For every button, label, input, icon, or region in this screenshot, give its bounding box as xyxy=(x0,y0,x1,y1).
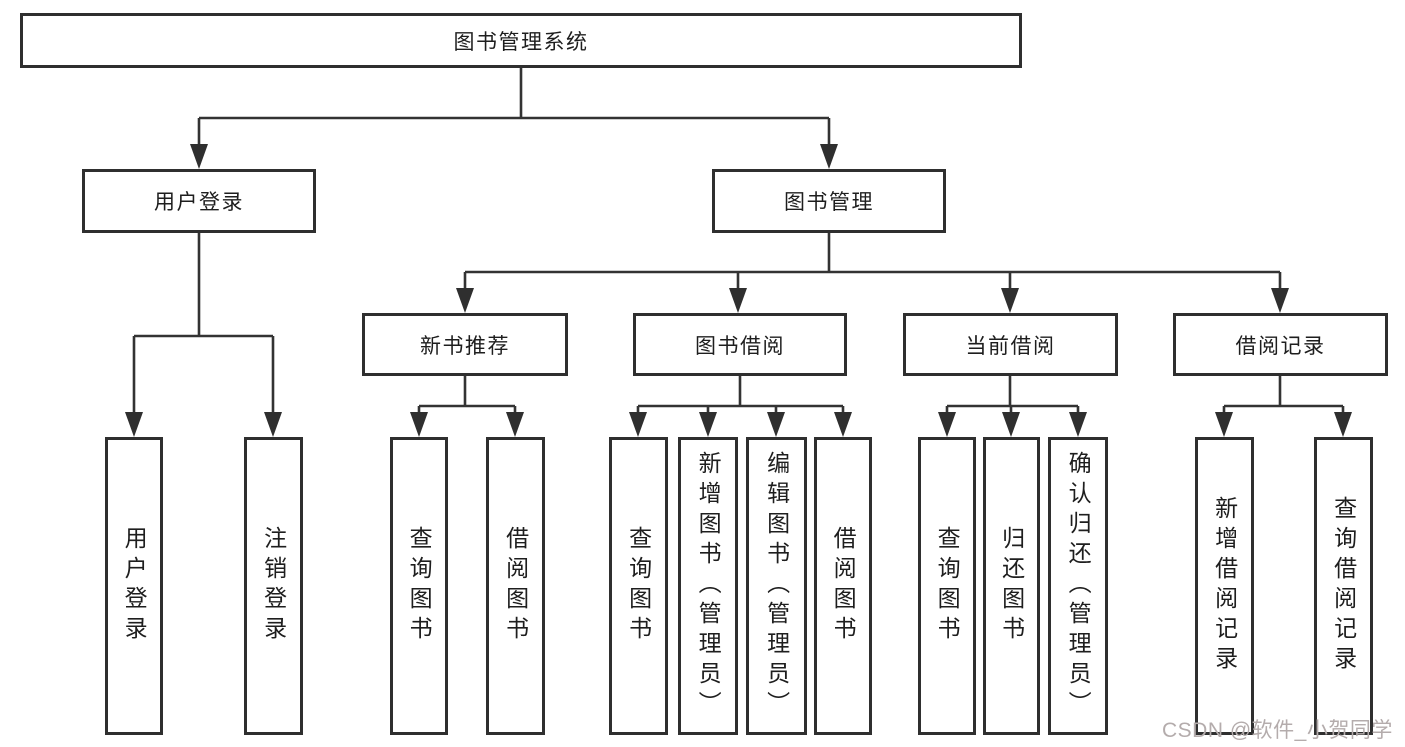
arrow-down-icon xyxy=(506,412,524,437)
node-root-label: 图书管理系统 xyxy=(453,30,589,54)
node-borrowing-records: 借阅记录 xyxy=(1173,313,1388,376)
leaf-query-borrow-record: 查询借阅记录 xyxy=(1314,437,1373,735)
arrow-down-icon xyxy=(264,412,282,437)
node-book-borrowing: 图书借阅 xyxy=(633,313,847,376)
leaf-query-books-2-label: 查询图书 xyxy=(625,526,652,646)
node-new-book-recommend: 新书推荐 xyxy=(362,313,568,376)
arrow-down-icon xyxy=(1001,288,1019,313)
leaf-query-books-3: 查询图书 xyxy=(918,437,976,735)
leaf-query-borrow-record-label: 查询借阅记录 xyxy=(1330,496,1357,676)
leaf-add-books-admin-label: 新增图书（管理员） xyxy=(695,451,722,721)
leaf-query-books-3-label: 查询图书 xyxy=(934,526,961,646)
arrow-down-icon xyxy=(834,412,852,437)
leaf-query-books-2: 查询图书 xyxy=(609,437,668,735)
leaf-borrow-books-1-label: 借阅图书 xyxy=(502,526,529,646)
arrow-down-icon xyxy=(938,412,956,437)
leaf-logout-label: 注销登录 xyxy=(260,526,287,646)
arrowhead-icons xyxy=(125,144,1352,437)
arrow-down-icon xyxy=(1002,412,1020,437)
node-new-book-recommend-label: 新书推荐 xyxy=(420,334,510,358)
arrow-down-icon xyxy=(1215,412,1233,437)
leaf-query-books-1-label: 查询图书 xyxy=(406,526,433,646)
leaf-return-books-label: 归还图书 xyxy=(998,526,1025,646)
arrow-down-icon xyxy=(125,412,143,437)
tree-edges xyxy=(132,68,1345,416)
node-book-management-label: 图书管理 xyxy=(784,191,874,214)
arrow-down-icon xyxy=(1069,412,1087,437)
node-book-management: 图书管理 xyxy=(712,169,946,233)
leaf-logout: 注销登录 xyxy=(244,437,303,735)
leaf-user-login: 用户登录 xyxy=(105,437,163,735)
node-user-login-group-label: 用户登录 xyxy=(154,191,244,214)
leaf-edit-books-admin-label: 编辑图书（管理员） xyxy=(763,451,790,721)
arrow-down-icon xyxy=(767,412,785,437)
leaf-borrow-books-1: 借阅图书 xyxy=(486,437,545,735)
node-book-borrowing-label: 图书借阅 xyxy=(695,334,785,358)
leaf-user-login-label: 用户登录 xyxy=(121,526,148,646)
node-root: 图书管理系统 xyxy=(20,13,1022,68)
leaf-add-borrow-record: 新增借阅记录 xyxy=(1195,437,1254,735)
arrow-down-icon xyxy=(1334,412,1352,437)
arrow-down-icon xyxy=(629,412,647,437)
arrow-down-icon xyxy=(820,144,838,169)
leaf-add-borrow-record-label: 新增借阅记录 xyxy=(1211,496,1238,676)
arrow-down-icon xyxy=(1271,288,1289,313)
arrow-down-icon xyxy=(699,412,717,437)
node-borrowing-records-label: 借阅记录 xyxy=(1235,334,1326,358)
arrow-down-icon xyxy=(410,412,428,437)
arrow-down-icon xyxy=(456,288,474,313)
csdn-watermark: CSDN @软件_小贺同学 xyxy=(1162,719,1393,742)
leaf-edit-books-admin: 编辑图书（管理员） xyxy=(746,437,807,735)
leaf-borrow-books-2-label: 借阅图书 xyxy=(830,526,857,646)
leaf-confirm-return-admin-label: 确认归还（管理员） xyxy=(1065,451,1092,721)
node-current-borrowing-label: 当前借阅 xyxy=(965,334,1056,358)
arrow-down-icon xyxy=(190,144,208,169)
arrow-down-icon xyxy=(729,288,747,313)
leaf-add-books-admin: 新增图书（管理员） xyxy=(678,437,738,735)
node-user-login-group: 用户登录 xyxy=(82,169,316,233)
leaf-query-books-1: 查询图书 xyxy=(390,437,448,735)
leaf-return-books: 归还图书 xyxy=(983,437,1040,735)
leaf-confirm-return-admin: 确认归还（管理员） xyxy=(1048,437,1108,735)
node-current-borrowing: 当前借阅 xyxy=(903,313,1118,376)
leaf-borrow-books-2: 借阅图书 xyxy=(814,437,872,735)
